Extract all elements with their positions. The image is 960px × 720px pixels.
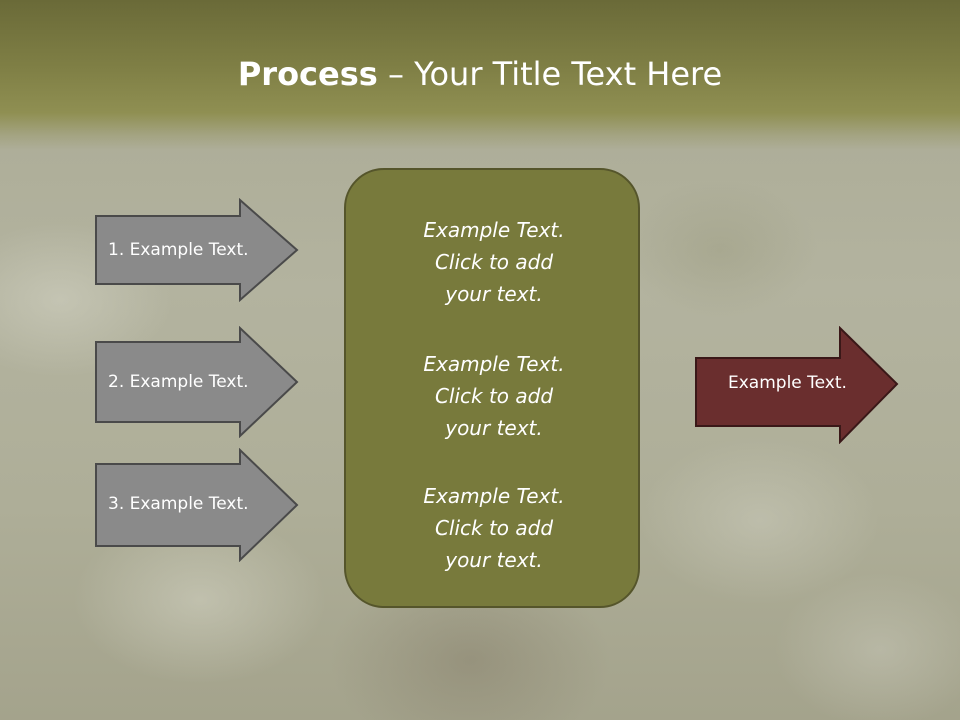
center-paragraph-3: Example Text. Click to add your text. [423, 484, 565, 572]
right-arrow-label: Example Text. [728, 373, 847, 393]
center-paragraph-1: Example Text. Click to add your text. [423, 218, 565, 306]
slide-title[interactable]: Process – Your Title Text Here [0, 52, 960, 96]
left-arrow-2[interactable]: 2. Example Text. [94, 326, 300, 438]
left-arrow-3[interactable]: 3. Example Text. [94, 448, 300, 562]
left-arrow-2-shape [95, 326, 299, 438]
left-arrow-2-label: 2. Example Text. [108, 372, 249, 392]
right-arrow-shape [695, 326, 899, 444]
center-text-box[interactable]: Example Text. Click to add your text. Ex… [344, 168, 640, 608]
left-arrow-3-shape [95, 448, 299, 562]
left-arrow-1-shape [95, 198, 299, 302]
right-arrow[interactable]: Example Text. [694, 326, 900, 444]
left-arrow-1-label: 1. Example Text. [108, 240, 249, 260]
left-arrow-3-label: 3. Example Text. [108, 494, 249, 514]
title-bar [0, 0, 960, 150]
title-rest-text: – Your Title Text Here [377, 55, 723, 93]
title-bold-text: Process [237, 55, 378, 93]
center-paragraph-2: Example Text. Click to add your text. [423, 352, 565, 440]
left-arrow-1[interactable]: 1. Example Text. [94, 198, 300, 302]
